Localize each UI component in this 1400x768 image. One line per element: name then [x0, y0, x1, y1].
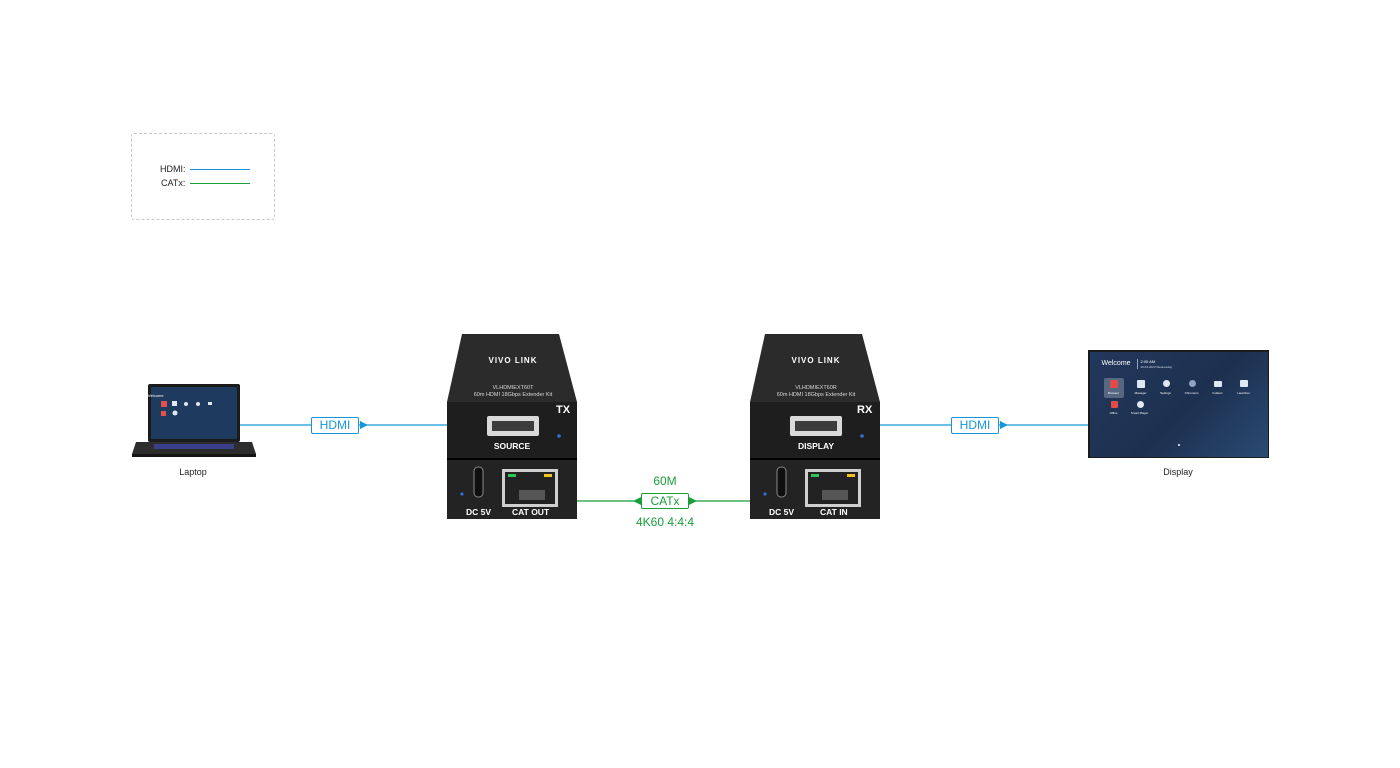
tx-cat-port-label: CAT OUT — [512, 507, 550, 517]
rx-led — [860, 434, 864, 438]
laptop-app-3 — [184, 402, 188, 406]
display-app-browser-icon — [1109, 379, 1118, 388]
tx-description: 60m HDMI 18Gbps Extender Kit — [473, 392, 553, 398]
laptop-app-5 — [208, 402, 212, 405]
rx-cat-port-label: CAT IN — [820, 507, 848, 517]
tx-led — [557, 434, 561, 438]
resolution-label: 4K60 4:4:4 — [635, 515, 695, 529]
rx-brand-logo: VIVO LINK — [791, 356, 841, 365]
display-divider — [1136, 358, 1138, 369]
laptop-icon — [132, 384, 256, 457]
display-app-chromium-icon — [1188, 379, 1196, 387]
laptop-screen-title: Welcome — [147, 393, 164, 398]
tx-hdmi-port-label: SOURCE — [493, 441, 531, 451]
hdmi-link-label-right: HDMI — [951, 417, 999, 434]
laptop-app-1 — [161, 401, 167, 407]
laptop-app-6 — [161, 411, 166, 416]
hdmi-link-label-left: HDMI — [311, 417, 359, 434]
display-app-player-icon — [1136, 400, 1144, 408]
hdmi-arrow-left — [360, 421, 368, 429]
display-app-launcher-icon — [1239, 379, 1248, 387]
display-screen-title: Welcome — [1101, 359, 1131, 367]
display-screen: Welcome 2:05 AM 16.03.2023 Wednesday Bro… — [1089, 351, 1268, 457]
catx-arrow-left — [633, 497, 641, 505]
display-monitor: Welcome 2:05 AM 16.03.2023 Wednesday Bro… — [1088, 350, 1269, 458]
legend-catx-line — [190, 183, 250, 184]
tx-tag: TX — [556, 404, 571, 416]
display-app-settings-icon — [1162, 379, 1170, 387]
display-app-folders-label: Folders — [1212, 390, 1223, 395]
transmitter-device — [447, 334, 577, 519]
laptop-caption: Laptop — [179, 467, 207, 477]
rx-model: VLHDMIEXT60R — [795, 385, 837, 391]
rx-tag: RX — [857, 404, 873, 416]
legend-catx-label: CATx: — [161, 178, 186, 188]
tx-model: VLHDMIEXT60T — [492, 385, 534, 391]
tx-power-port-label: DC 5V — [466, 507, 492, 517]
distance-label: 60M — [653, 474, 677, 488]
legend-hdmi-line — [190, 169, 250, 170]
tx-brand-logo: VIVO LINK — [488, 356, 538, 365]
display-app-selected-bg — [1103, 377, 1124, 398]
receiver-device — [750, 334, 880, 519]
display-app-manager-label: Manager — [1134, 390, 1147, 395]
display-app-folders-icon — [1213, 380, 1222, 387]
display-app-browser-label: Browser — [1107, 390, 1119, 395]
laptop-app-4 — [196, 402, 200, 406]
catx-link-label: CATx — [641, 493, 689, 509]
display-app-office-label: Office — [1109, 410, 1118, 415]
display-screen-date: 16.03.2023 Wednesday — [1140, 364, 1173, 369]
rx-power-port-label: DC 5V — [769, 507, 795, 517]
display-screen-time: 2:05 AM — [1140, 358, 1156, 364]
display-app-settings-label: Settings — [1160, 390, 1171, 395]
hdmi-arrow-right — [1000, 421, 1008, 429]
legend-hdmi-label: HDMI: — [160, 164, 186, 174]
display-app-manager-icon — [1136, 379, 1145, 388]
legend — [131, 133, 275, 220]
display-caption: Display — [1163, 467, 1193, 477]
tx-power-port — [473, 466, 484, 498]
laptop-app-7 — [172, 410, 178, 416]
rx-hdmi-port-label: DISPLAY — [797, 441, 835, 451]
display-app-player-label: Smart Player — [1130, 410, 1149, 415]
rx-description: 60m HDMI 18Gbps Extender Kit — [776, 392, 856, 398]
catx-arrow-right — [689, 497, 697, 505]
display-app-chromium-label: Chromium — [1184, 390, 1199, 395]
laptop-app-2 — [172, 401, 177, 406]
display-page-dot — [1177, 443, 1180, 446]
rx-power-port — [776, 466, 787, 498]
display-app-launcher-label: Launcher — [1237, 390, 1250, 395]
display-app-office-icon — [1110, 400, 1118, 408]
